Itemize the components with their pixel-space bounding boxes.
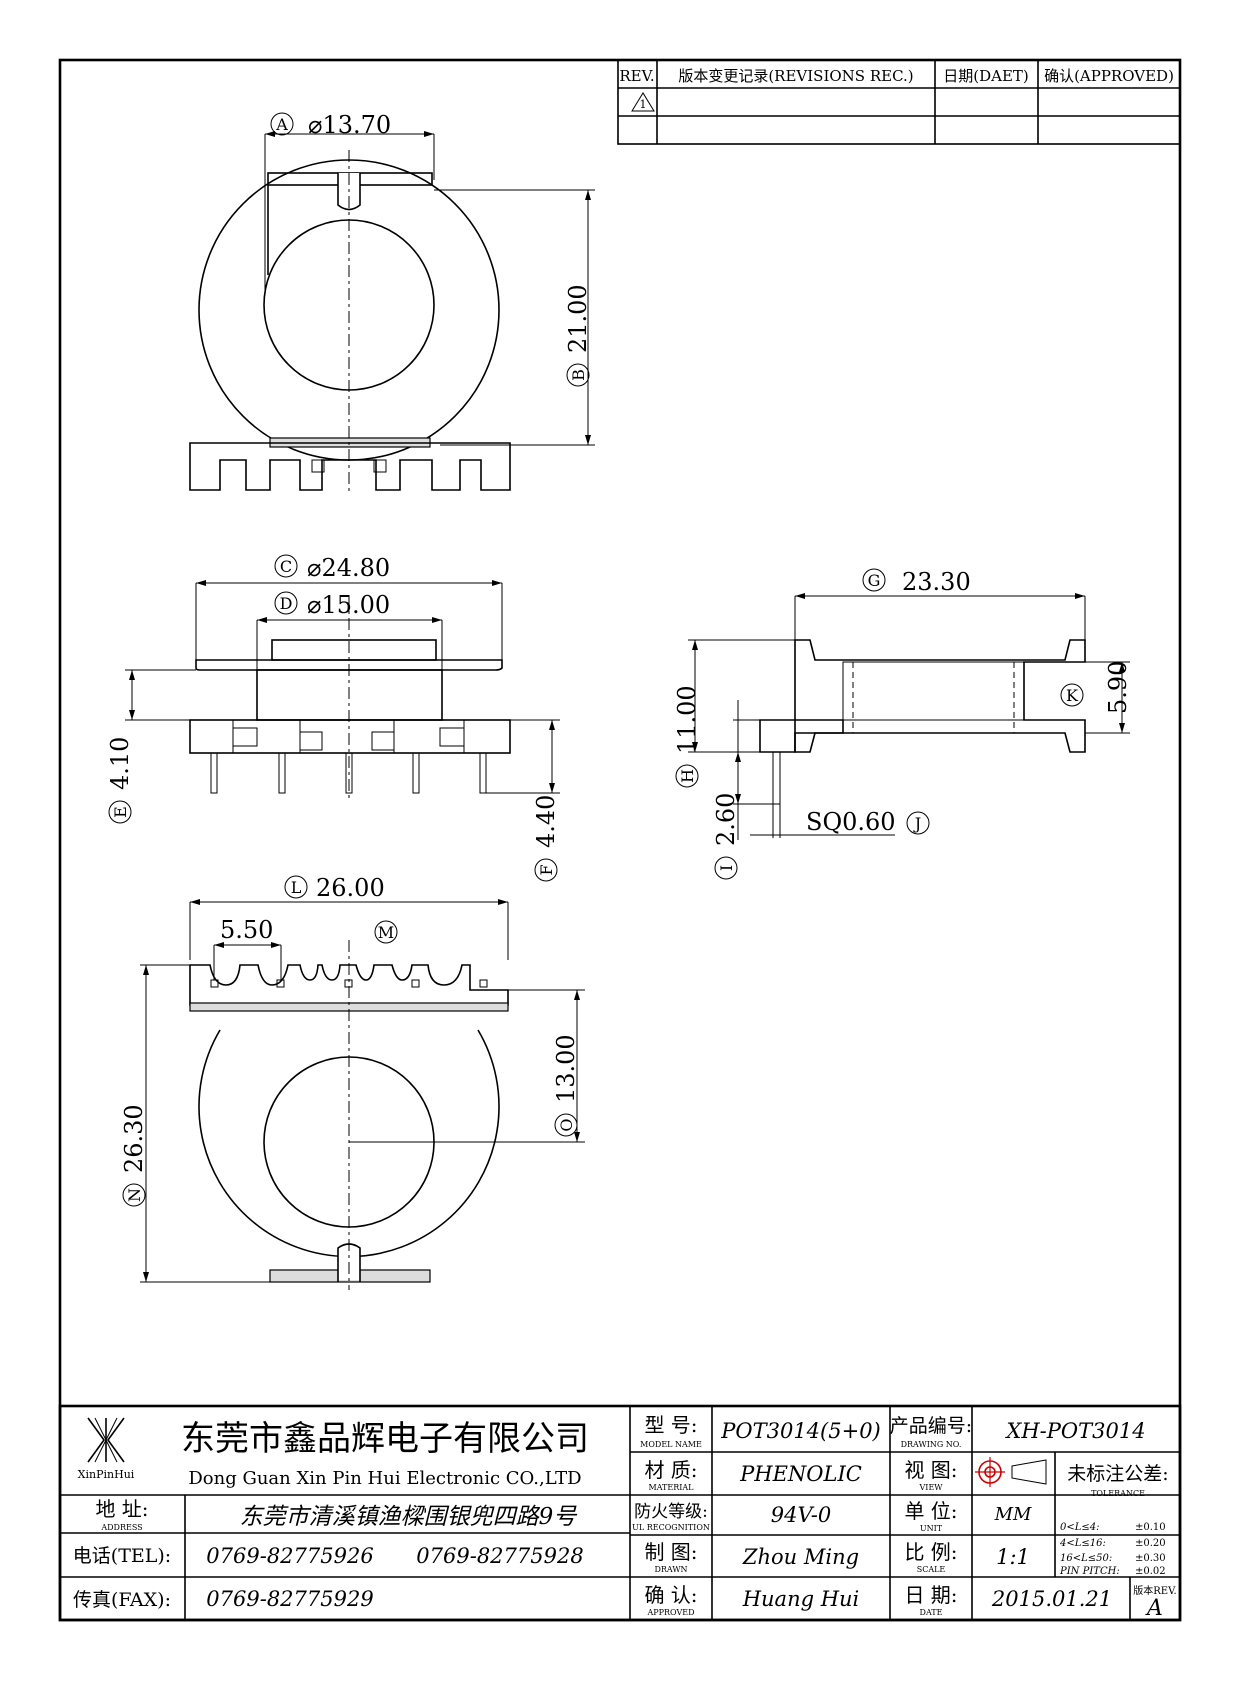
dim-h-value: 11.00 bbox=[673, 685, 701, 754]
ul-label: 防火等级: bbox=[634, 1502, 708, 1522]
dim-j-value: SQ0.60 bbox=[806, 808, 896, 836]
drawn-label-en: DRAWN bbox=[654, 1565, 687, 1574]
approved-label: 确 认: bbox=[644, 1583, 697, 1607]
dim-l-letter: L bbox=[291, 878, 302, 897]
drawing-no-label: 产品编号: bbox=[890, 1415, 972, 1437]
top-view: A ⌀13.70 B 21.00 bbox=[189, 111, 595, 495]
drawn-label: 制 图: bbox=[644, 1540, 697, 1564]
approved-value: Huang Hui bbox=[742, 1587, 860, 1611]
tolerance-range-4: PIN PITCH: bbox=[1059, 1566, 1120, 1577]
dim-c-value: ⌀24.80 bbox=[307, 554, 390, 582]
dim-m-letter: M bbox=[378, 923, 394, 942]
rev-label: 版本REV. bbox=[1133, 1584, 1176, 1597]
dim-c-letter: C bbox=[280, 557, 292, 576]
dim-n-letter: N bbox=[125, 1188, 144, 1202]
ul-label-en: UL RECOGNITION bbox=[632, 1523, 710, 1532]
address-label-en: ADDRESS bbox=[100, 1523, 142, 1532]
date-header: 日期(DAET) bbox=[943, 67, 1029, 85]
dim-e-letter: E bbox=[111, 806, 130, 818]
tolerance-range-3: 16<L≤50: bbox=[1060, 1553, 1112, 1564]
projection-symbol-icon bbox=[975, 1457, 1047, 1487]
rev-value: A bbox=[1145, 1596, 1163, 1621]
bottom-view: L 26.00 5.50 M N 26.30 bbox=[120, 874, 585, 1290]
tolerance-value-3: ±0.30 bbox=[1135, 1553, 1166, 1564]
dim-o-value: 13.00 bbox=[552, 1034, 580, 1103]
model-label: 型 号: bbox=[644, 1413, 697, 1437]
model-label-en: MODEL NAME bbox=[640, 1440, 702, 1449]
dim-b-value: 21.00 bbox=[564, 284, 592, 353]
dim-o-letter: O bbox=[557, 1118, 576, 1131]
dim-j-letter: J bbox=[913, 814, 921, 833]
company-logo: XinPinHui bbox=[78, 1417, 135, 1481]
tolerance-range-1: 0<L≤4: bbox=[1060, 1522, 1100, 1533]
material-value: PHENOLIC bbox=[739, 1462, 862, 1486]
unit-label-en: UNIT bbox=[920, 1524, 943, 1533]
dim-b-letter: B bbox=[569, 369, 588, 381]
tolerance-value-1: ±0.10 bbox=[1135, 1522, 1166, 1533]
tolerance-value-2: ±0.20 bbox=[1135, 1538, 1166, 1549]
dim-d-letter: D bbox=[280, 594, 293, 613]
drawing-no-value: XH-POT3014 bbox=[1004, 1419, 1145, 1443]
model-value: POT3014(5+0) bbox=[720, 1419, 881, 1443]
date-label-en: DATE bbox=[920, 1608, 943, 1617]
address-label: 地 址: bbox=[95, 1497, 148, 1521]
dim-n-value: 26.30 bbox=[120, 1104, 148, 1173]
address-value: 东莞市清溪镇渔樑围银兜四路9号 bbox=[240, 1504, 578, 1530]
logo-text: XinPinHui bbox=[78, 1468, 135, 1481]
title-block: XinPinHui 东莞市鑫品辉电子有限公司 Dong Guan Xin Pin… bbox=[58, 1404, 1182, 1622]
dim-g-letter: G bbox=[868, 571, 881, 590]
dim-i-letter: I bbox=[717, 865, 736, 871]
tel-2: 0769-82775928 bbox=[416, 1544, 583, 1568]
tel-1: 0769-82775926 bbox=[206, 1544, 373, 1568]
company-name-cn: 东莞市鑫品辉电子有限公司 bbox=[181, 1419, 589, 1459]
revision-number: 1 bbox=[640, 98, 647, 111]
dim-i-value: 2.60 bbox=[712, 793, 740, 846]
company-name-en: Dong Guan Xin Pin Hui Electronic CO.,LTD bbox=[188, 1468, 581, 1489]
dim-a-badge bbox=[270, 112, 294, 136]
dim-g-value: 23.30 bbox=[902, 568, 971, 596]
tolerance-value-4: ±0.02 bbox=[1135, 1566, 1166, 1577]
dim-a-value: ⌀13.70 bbox=[308, 111, 391, 139]
front-view: C ⌀24.80 D ⌀15.00 bbox=[106, 554, 560, 882]
drawing-no-label-en: DRAWING NO. bbox=[901, 1440, 962, 1449]
scale-value: 1:1 bbox=[996, 1545, 1030, 1569]
dim-k-value: 5.90 bbox=[1104, 661, 1132, 714]
revisions-table: REV. 版本变更记录(REVISIONS REC.) 日期(DAET) 确认(… bbox=[617, 59, 1181, 145]
dim-k-letter: K bbox=[1066, 686, 1079, 705]
dim-e-value: 4.10 bbox=[106, 737, 134, 790]
pin-pitch-value: 5.50 bbox=[220, 916, 273, 944]
fax-label: 传真(FAX): bbox=[73, 1589, 171, 1611]
scale-label-en: SCALE bbox=[917, 1565, 946, 1574]
approved-label-en: APPROVED bbox=[646, 1608, 694, 1617]
material-label-en: MATERIAL bbox=[649, 1483, 695, 1492]
fax-value: 0769-82775929 bbox=[206, 1587, 373, 1611]
view-label: 视 图: bbox=[904, 1458, 957, 1482]
revision-record-header: 版本变更记录(REVISIONS REC.) bbox=[678, 67, 913, 85]
tolerance-range-2: 4<L≤16: bbox=[1059, 1538, 1106, 1549]
dim-f-value: 4.40 bbox=[532, 795, 560, 848]
side-view: G 23.30 H 11.00 I 2.60 SQ0.60 bbox=[673, 568, 1132, 880]
revision-triangle-icon bbox=[631, 92, 655, 112]
drawing-border bbox=[58, 58, 1182, 1622]
unit-label: 单 位: bbox=[904, 1499, 957, 1523]
scale-label: 比 例: bbox=[904, 1540, 957, 1564]
unit-value: MM bbox=[994, 1504, 1032, 1525]
ul-value: 94V-0 bbox=[771, 1503, 831, 1527]
dim-a-letter: A bbox=[275, 115, 288, 134]
tolerance-label-en: TOLERANCE bbox=[1091, 1489, 1145, 1498]
view-label-en: VIEW bbox=[919, 1483, 944, 1492]
date-label: 日 期: bbox=[904, 1583, 957, 1607]
tel-label: 电话(TEL): bbox=[73, 1545, 171, 1567]
approved-header: 确认(APPROVED) bbox=[1044, 67, 1174, 85]
rev-header: REV. bbox=[619, 67, 654, 85]
drawn-value: Zhou Ming bbox=[742, 1545, 859, 1569]
dim-f-letter: F bbox=[537, 864, 556, 875]
dim-h-letter: H bbox=[678, 769, 697, 783]
date-value: 2015.01.21 bbox=[991, 1587, 1112, 1611]
tolerance-label: 未标注公差: bbox=[1067, 1463, 1168, 1485]
dim-l-value: 26.00 bbox=[316, 874, 385, 902]
material-label: 材 质: bbox=[644, 1458, 697, 1482]
